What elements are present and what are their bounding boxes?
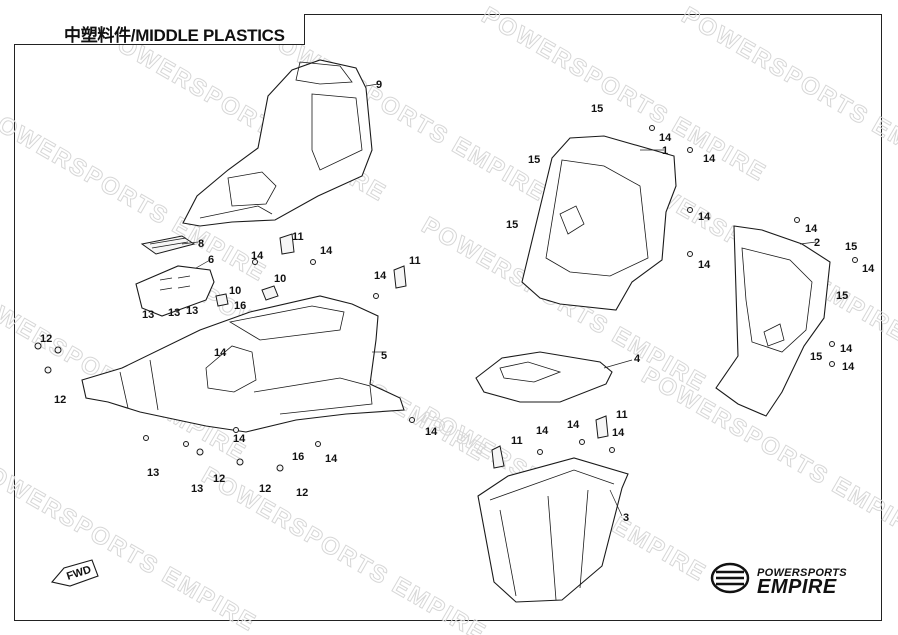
callout-10a: 10 [274, 273, 286, 285]
part-5-center-tunnel [81, 295, 405, 433]
fasteners [34, 125, 858, 472]
callout-14q: 14 [567, 419, 580, 431]
part-9-console-cover [182, 59, 373, 227]
callout-14f: 14 [325, 453, 338, 465]
callout-11a: 11 [292, 231, 304, 243]
callout-9: 9 [376, 79, 382, 91]
callout-labels: 9 8 6 5 1 2 4 3 10 10 11 11 11 11 12 12 … [40, 79, 875, 524]
callout-13e: 13 [191, 483, 203, 495]
callout-15c: 15 [506, 219, 518, 231]
callout-14p: 14 [536, 425, 549, 437]
logo-line2: EMPIRE [757, 576, 837, 598]
callout-15a: 15 [591, 103, 603, 115]
callout-14d: 14 [214, 347, 227, 359]
part-3-storage-bin [477, 457, 629, 603]
callout-12a: 12 [40, 333, 52, 345]
callout-8: 8 [198, 238, 204, 250]
leader-lines [181, 83, 817, 517]
callout-14i: 14 [703, 153, 716, 165]
callout-14k: 14 [698, 259, 711, 271]
callout-10b: 10 [229, 285, 241, 297]
callout-14n: 14 [840, 343, 853, 355]
callout-13b: 13 [168, 307, 180, 319]
callout-11b: 11 [409, 255, 421, 267]
callout-14m: 14 [862, 263, 875, 275]
part-8-grille [140, 235, 196, 255]
callout-16b: 16 [292, 451, 304, 463]
callout-1: 1 [662, 145, 668, 157]
part-4-tray [475, 351, 613, 403]
callout-12c: 12 [213, 473, 225, 485]
callout-14h: 14 [659, 132, 672, 144]
callout-6: 6 [208, 254, 214, 266]
callout-13c: 13 [186, 305, 198, 317]
logo-line1: POWERSPORTS [757, 567, 847, 579]
callout-11c: 11 [511, 435, 523, 447]
page-title: 中塑料件/MIDDLE PLASTICS [64, 26, 285, 45]
callout-15b: 15 [528, 154, 540, 166]
callout-4: 4 [634, 353, 641, 365]
callout-3: 3 [623, 512, 629, 524]
callout-2: 2 [814, 237, 820, 249]
callout-14g: 14 [425, 426, 438, 438]
callout-12e: 12 [296, 487, 308, 499]
fwd-arrow: FWD [50, 559, 99, 587]
callout-14o: 14 [842, 361, 855, 373]
part-6-switch-panel [135, 265, 215, 317]
callout-15d: 15 [845, 241, 857, 253]
callout-14r: 14 [612, 427, 625, 439]
callout-14a: 14 [251, 250, 264, 262]
callout-15f: 15 [810, 351, 822, 363]
callout-16a: 16 [234, 300, 246, 312]
title-box: 中塑料件/MIDDLE PLASTICS [14, 14, 305, 45]
callout-15e: 15 [836, 290, 848, 302]
callout-14e: 14 [233, 433, 246, 445]
callout-14c: 14 [374, 270, 387, 282]
callout-13d: 13 [147, 467, 159, 479]
callout-11d: 11 [616, 409, 628, 421]
callout-14l: 14 [805, 223, 818, 235]
empire-logo-emblem [710, 562, 750, 594]
callout-14b: 14 [320, 245, 333, 257]
part-1-side-panel [521, 135, 677, 311]
callout-13a: 13 [142, 309, 154, 321]
callout-12d: 12 [259, 483, 271, 495]
callout-12b: 12 [54, 394, 66, 406]
callout-5: 5 [381, 350, 387, 362]
brackets [215, 233, 609, 469]
part-2-rear-panel [715, 225, 831, 417]
drawing-frame [14, 14, 882, 621]
callout-14j: 14 [698, 211, 711, 223]
